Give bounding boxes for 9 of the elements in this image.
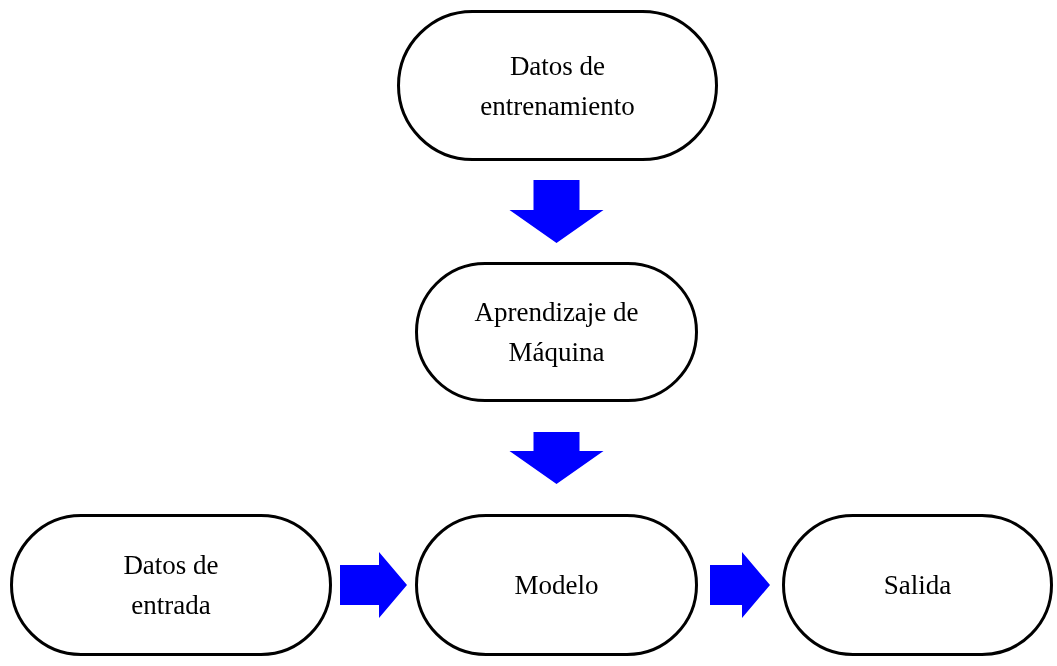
block-arrow xyxy=(509,432,604,484)
node-label: Datos de entrada xyxy=(122,549,220,622)
node-label: Aprendizaje de Máquina xyxy=(473,296,640,369)
node-label: Modelo xyxy=(514,569,599,602)
node-label: Salida xyxy=(883,569,952,602)
block-arrow xyxy=(340,552,407,618)
node-label: Datos de entrenamiento xyxy=(479,49,636,123)
block-arrow xyxy=(710,552,770,618)
block-arrow xyxy=(509,180,604,243)
